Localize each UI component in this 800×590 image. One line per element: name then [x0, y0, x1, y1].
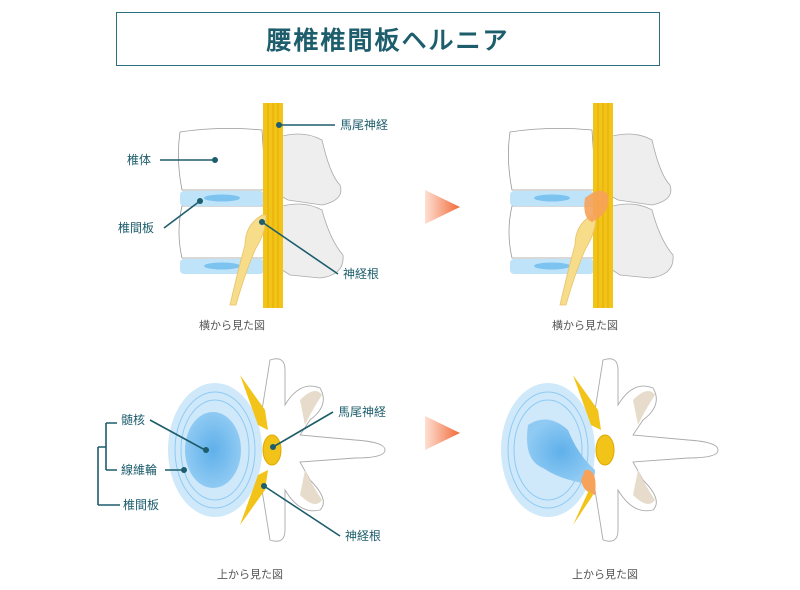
label-cauda-equina-top: 馬尾神経	[338, 405, 386, 419]
label-cauda-equina: 馬尾神経	[340, 118, 388, 132]
arrow-icon	[425, 190, 460, 224]
caption-side-view-herniated: 横から見た図	[552, 318, 618, 332]
label-nerve-root-top: 神経根	[345, 529, 381, 543]
page-title: 腰椎椎間板ヘルニア	[266, 26, 510, 55]
top-view-herniated: 上から見た図	[501, 358, 719, 581]
label-disc: 椎間板	[118, 220, 154, 235]
top-view-normal: 髄核 線維輪 椎間板 馬尾神経 神経根 上から見た図	[97, 358, 386, 581]
side-view-herniated: 横から見た図	[507, 102, 674, 332]
arrow-icon	[425, 416, 460, 450]
nerve-root	[229, 214, 267, 306]
caption-side-view: 横から見た図	[199, 318, 265, 332]
label-disc-top: 椎間板	[123, 497, 159, 512]
label-nerve-root: 神経根	[343, 267, 379, 281]
title-box: 腰椎椎間板ヘルニア	[116, 12, 660, 66]
label-nucleus: 髄核	[121, 412, 145, 427]
side-view-normal	[177, 102, 344, 309]
label-vertebral-body: 椎体	[127, 152, 151, 167]
caption-top-view-herniated: 上から見た図	[572, 568, 638, 581]
side-view-labels: 馬尾神経 椎体 椎間板 神経根 横から見た図	[118, 118, 388, 332]
caption-top-view: 上から見た図	[217, 568, 283, 581]
herniation	[584, 190, 609, 222]
label-annulus: 線維輪	[121, 462, 157, 477]
